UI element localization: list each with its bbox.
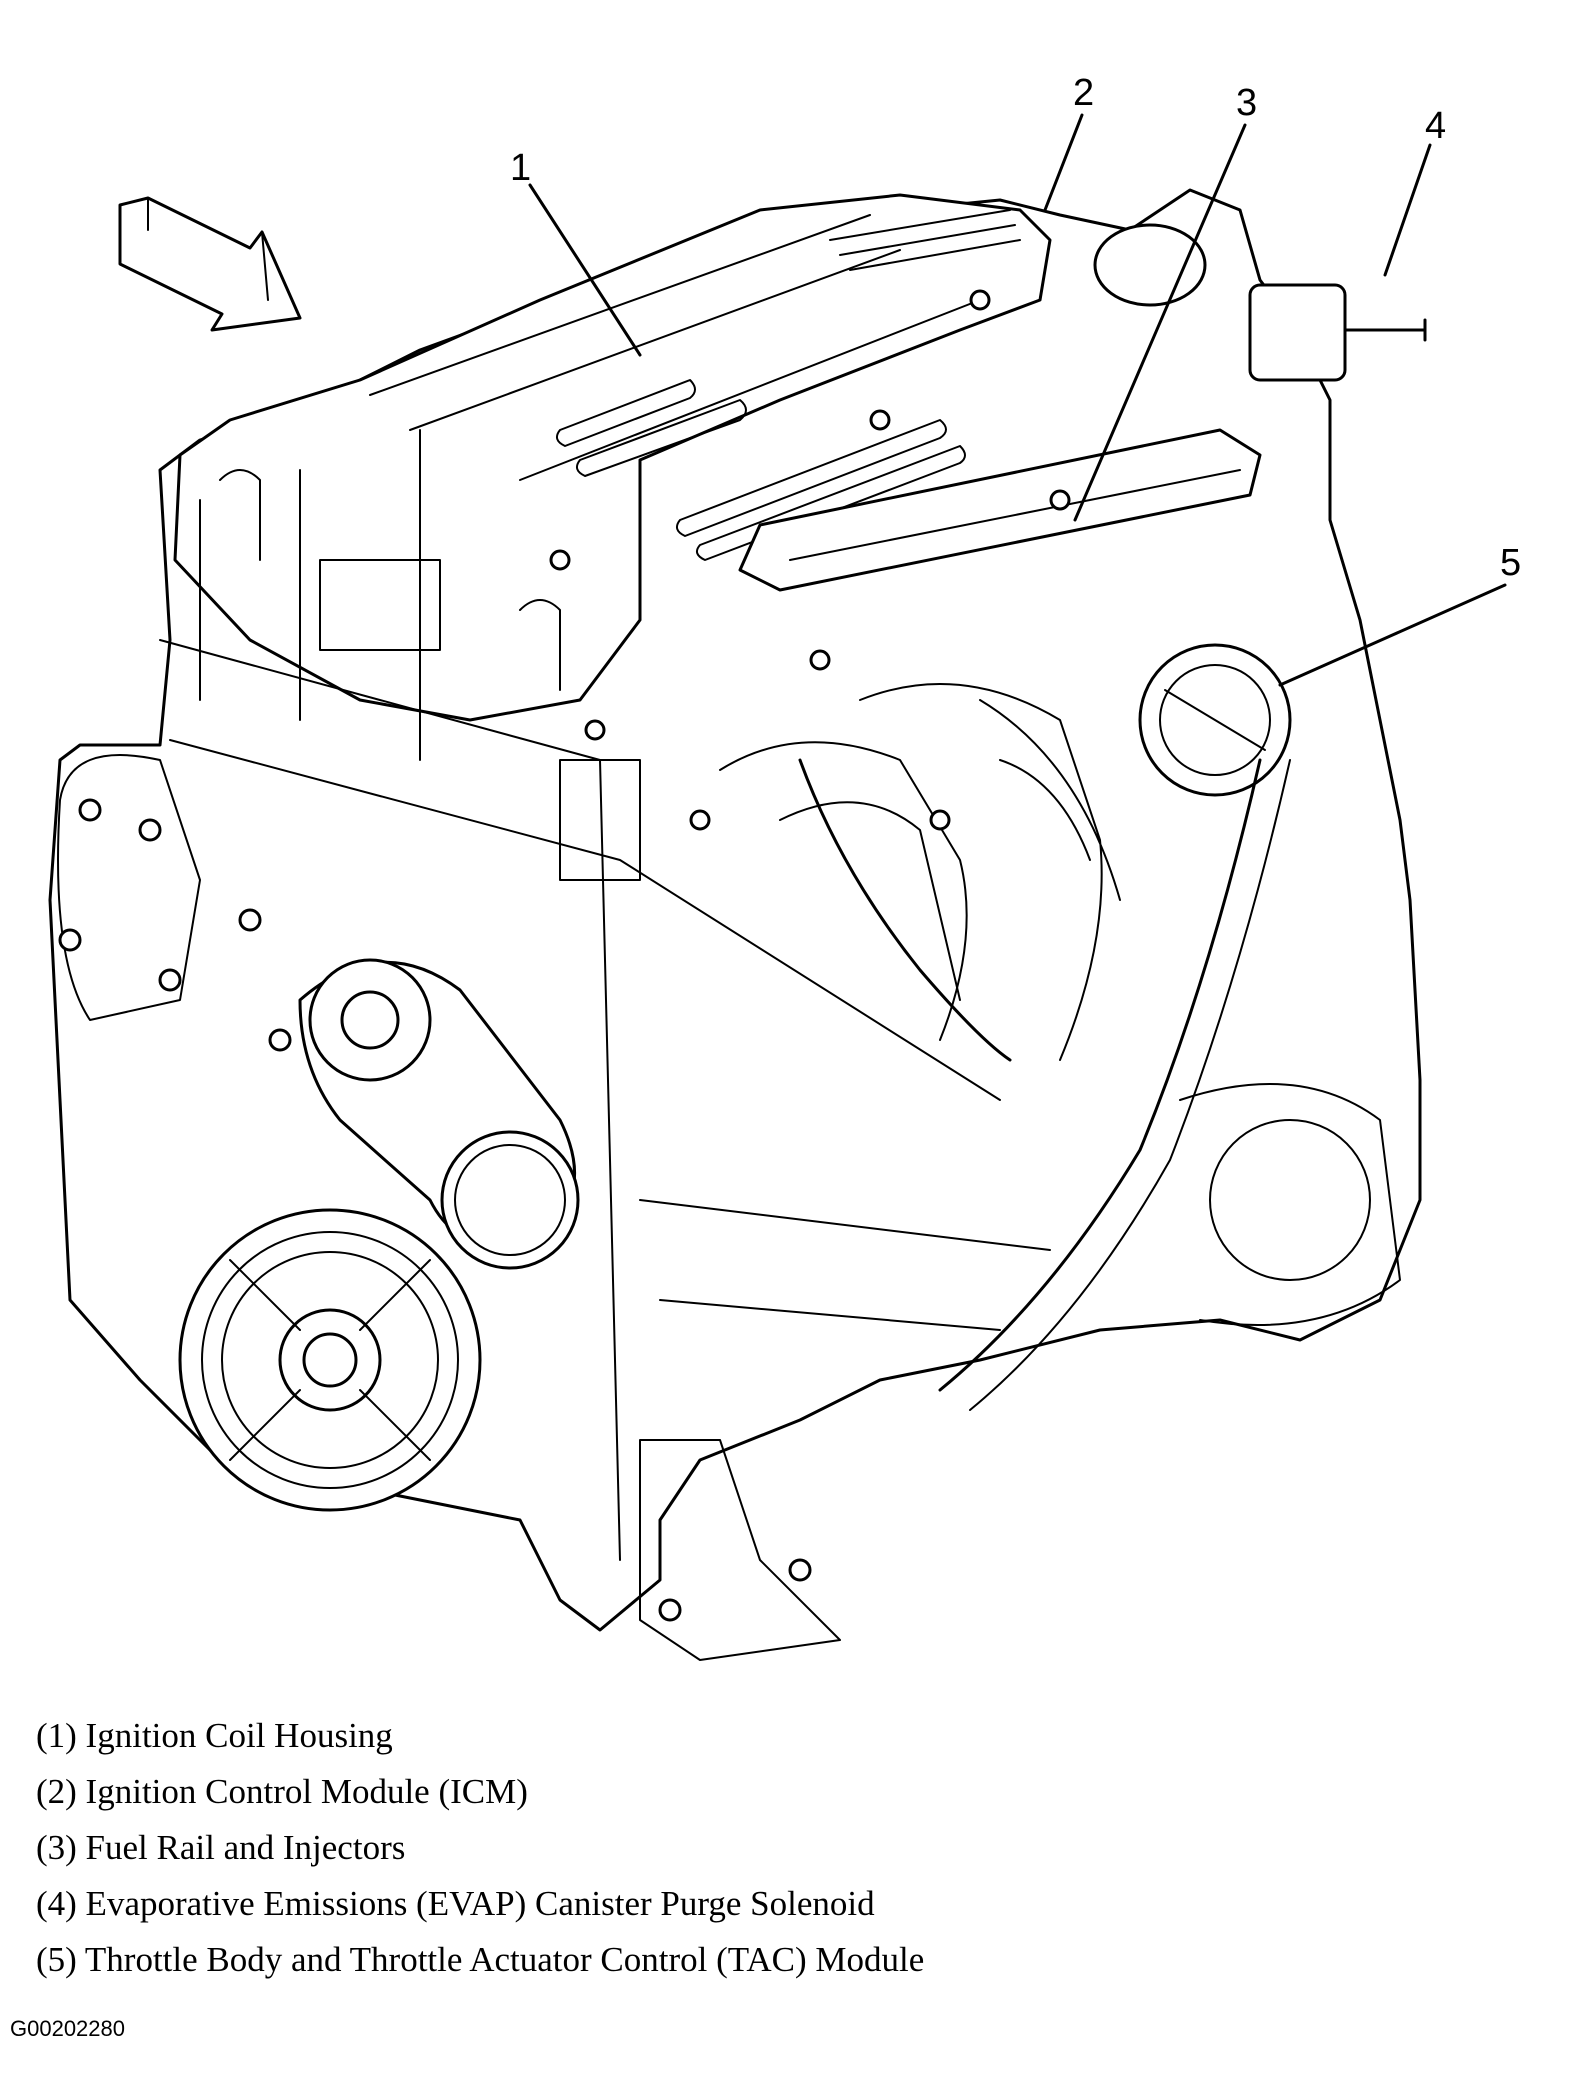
leader-line-4	[1383, 143, 1432, 277]
figure-id: G00202280	[10, 2016, 125, 2041]
engine-diagram: 1 2 3 4 5	[48, 72, 1521, 1661]
leader-line-1	[528, 183, 642, 357]
callout-leaders	[528, 113, 1507, 687]
callout-numbers: 1 2 3 4 5	[510, 72, 1521, 584]
legend-item-2: (2) Ignition Control Module (ICM)	[36, 1772, 528, 1811]
callout-2: 2	[1073, 72, 1094, 114]
callout-1: 1	[510, 147, 531, 189]
callout-3: 3	[1236, 82, 1257, 124]
callout-4: 4	[1425, 105, 1446, 147]
legend: (1) Ignition Coil Housing (2) Ignition C…	[36, 1708, 1536, 1988]
engine-illustration	[48, 188, 1427, 1661]
direction-arrow-icon	[118, 196, 302, 332]
leader-line-3	[1073, 123, 1247, 522]
callout-5: 5	[1500, 542, 1521, 584]
legend-item-4: (4) Evaporative Emissions (EVAP) Caniste…	[36, 1884, 875, 1923]
leader-line-2	[1043, 113, 1084, 212]
legend-item-3: (3) Fuel Rail and Injectors	[36, 1828, 406, 1867]
legend-item-5: (5) Throttle Body and Throttle Actuator …	[36, 1940, 925, 1979]
leader-line-5	[1278, 583, 1507, 687]
legend-item-1: (1) Ignition Coil Housing	[36, 1716, 393, 1755]
